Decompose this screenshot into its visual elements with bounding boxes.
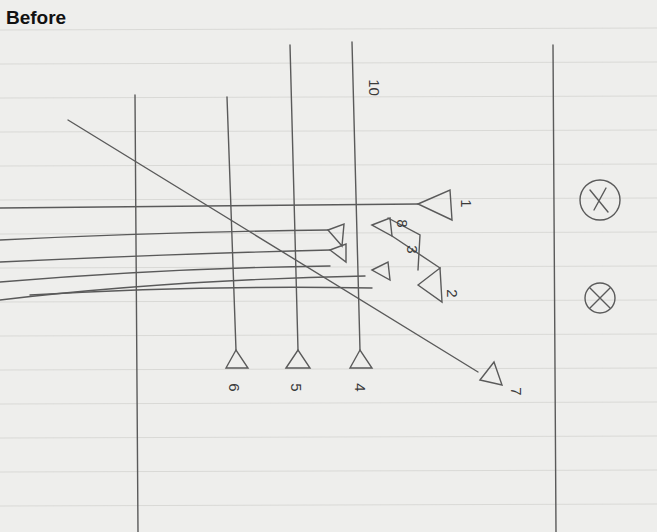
callout-number: 8 (395, 219, 410, 227)
pencil-lines (0, 42, 620, 532)
callout-number: 6 (227, 383, 242, 391)
paper-ruling (0, 28, 657, 506)
callout-number: 7 (509, 387, 524, 395)
callout-number: 5 (289, 383, 304, 391)
callout-number: 10 (367, 79, 382, 96)
callout-number: 1 (459, 199, 474, 207)
callout-number: 4 (353, 383, 368, 391)
page-title: Before (6, 8, 66, 27)
callout-number: 2 (445, 289, 460, 297)
callout-number: 3 (405, 245, 420, 253)
